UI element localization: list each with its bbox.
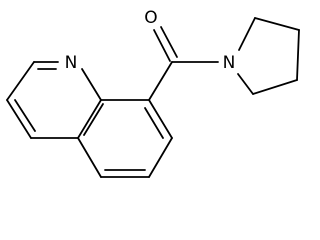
bond-c3-c4 <box>6 99 32 139</box>
bond-c8-carbonyl <box>148 61 173 101</box>
bond-cb-cc <box>296 29 300 81</box>
bond-ca-cb <box>254 17 300 31</box>
oxygen-label: O <box>144 8 157 28</box>
bond-cc-cd <box>252 79 298 95</box>
bond-c3-c4-inner <box>14 99 36 132</box>
bond-c4a-c8a-inner <box>83 103 104 136</box>
bond-c8a-n1 <box>81 68 102 101</box>
structure-canvas: O N N <box>6 7 300 178</box>
bond-c7-c6 <box>148 137 173 178</box>
bond-c2-c3 <box>6 61 35 101</box>
molecule-drawing: O N N <box>6 7 300 178</box>
bond-n-ca <box>238 17 256 51</box>
bond-c8-c7 <box>148 99 173 139</box>
bond-cd-n <box>237 73 254 95</box>
bond-carbonyl-o <box>153 29 171 62</box>
bond-c4a-c8a <box>77 99 102 139</box>
bond-c8-c7-inner <box>144 107 164 139</box>
bond-carbonyl-o-second <box>160 26 178 58</box>
bond-c5-c4a <box>77 137 102 178</box>
ring-nitrogen-label: N <box>65 53 78 73</box>
amide-nitrogen-label: N <box>223 53 236 73</box>
